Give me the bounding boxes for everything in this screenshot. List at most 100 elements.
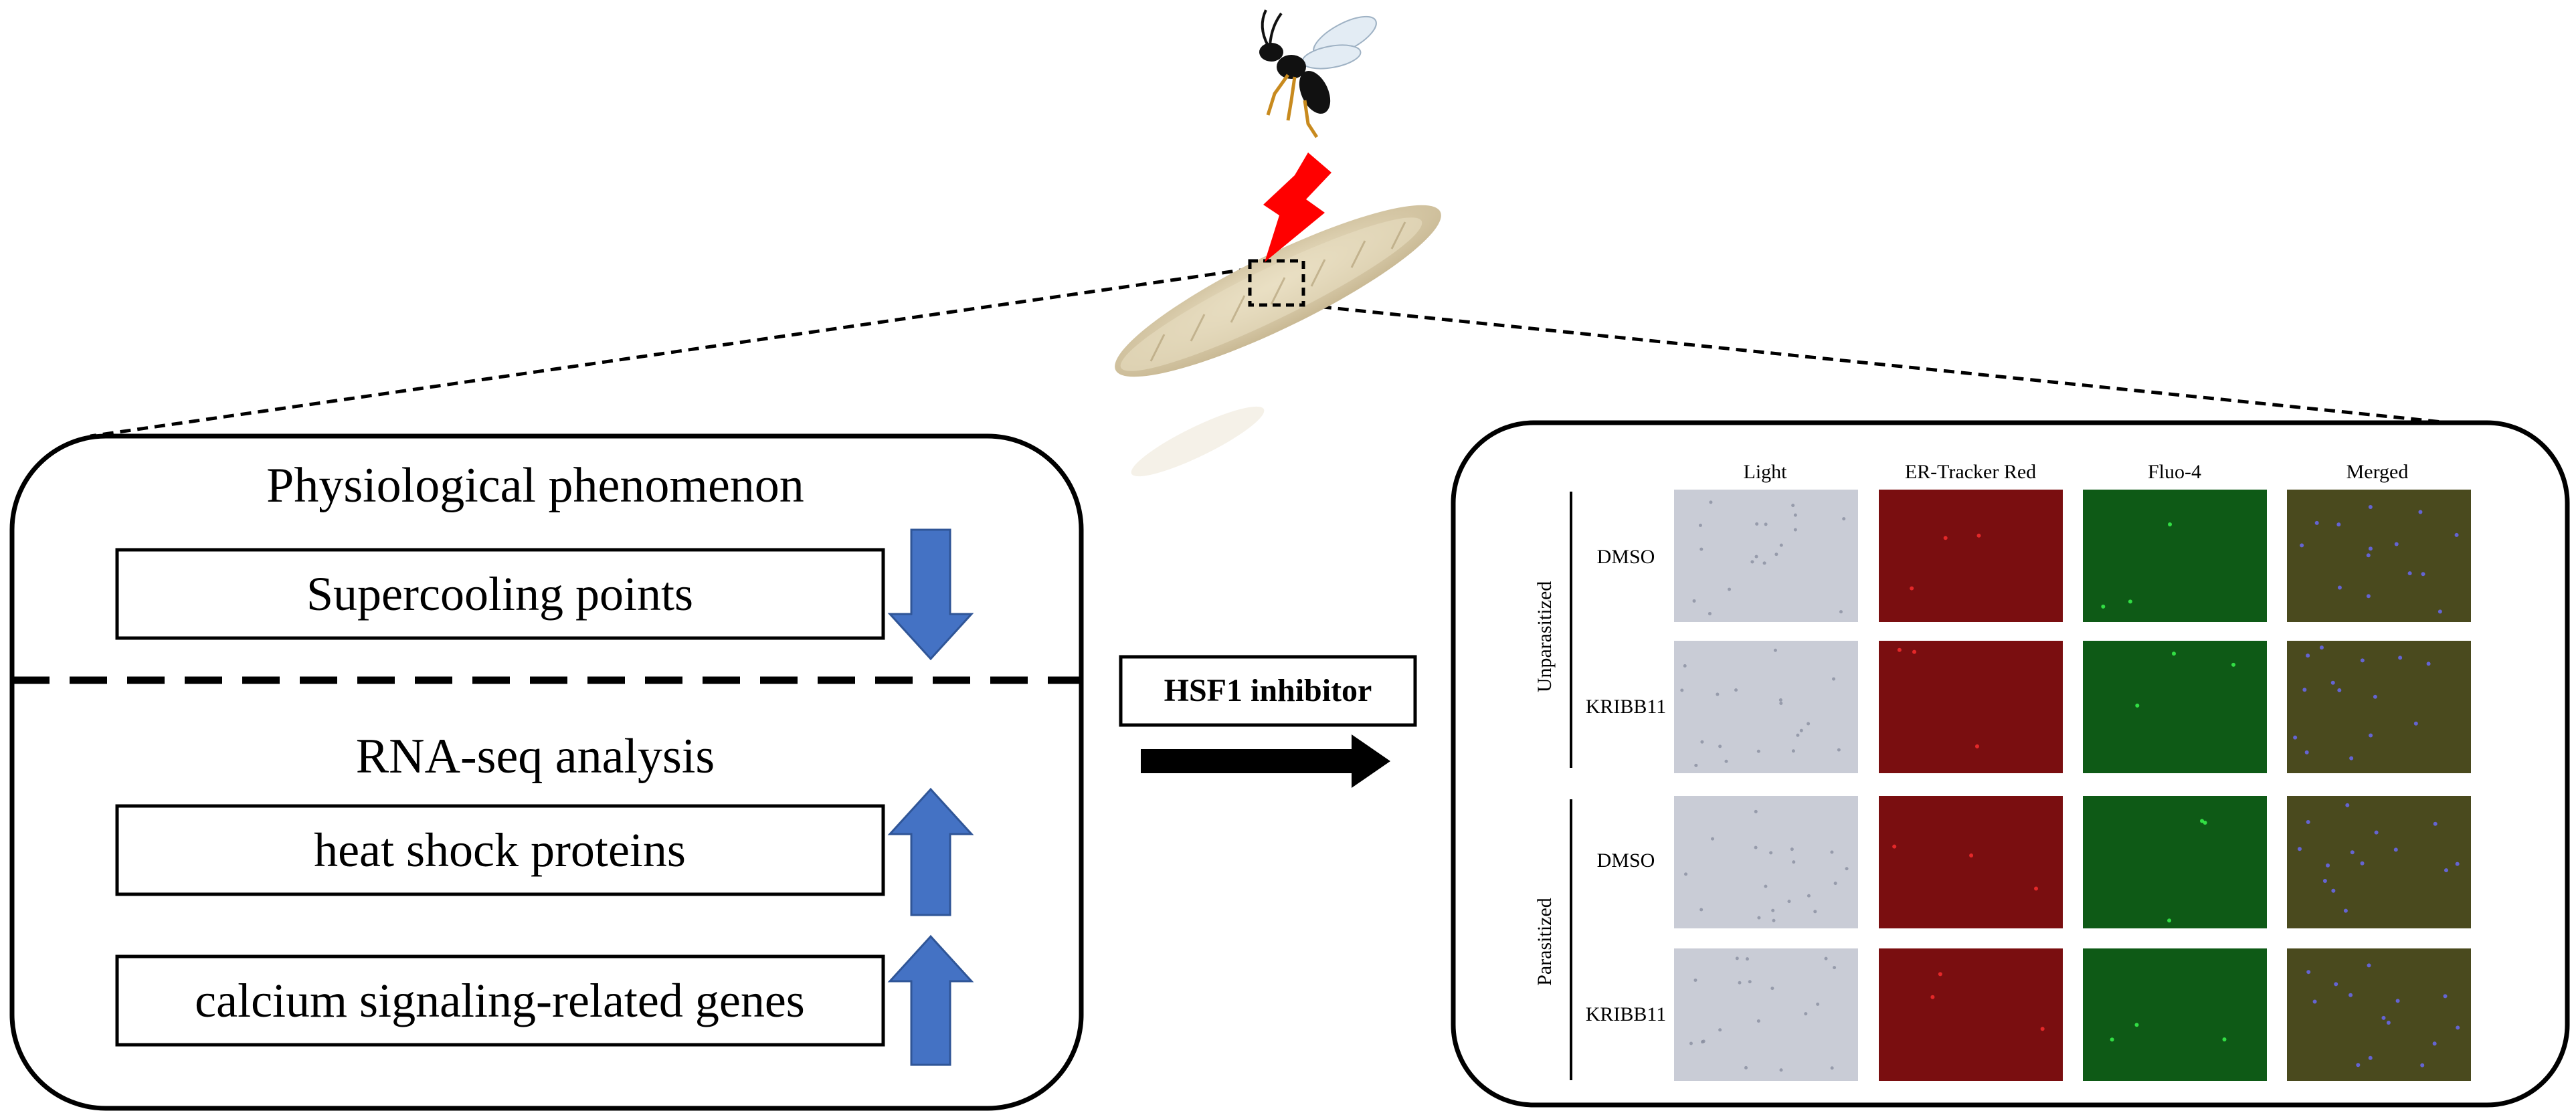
cell-dot [2373,694,2377,699]
cell-dot [2433,821,2437,826]
arrow-up-icon [887,934,974,1066]
cell-dot [1756,1019,1760,1023]
item-label-calcium: calcium signaling-related genes [195,974,805,1027]
cell-dot [1773,648,1777,652]
cell-dot [1778,698,1782,702]
micro-panel-light [1674,948,1858,1081]
cell-dot [1699,908,1704,912]
cell-dot [2368,505,2373,510]
col-header-merged: Merged [2347,461,2409,483]
cell-dot [1764,884,1768,888]
cell-dot [2128,599,2132,604]
cell-dot [1711,837,1715,841]
cell-dot [2336,522,2341,527]
larva-icon [1115,205,1441,477]
cell-dot [1693,978,1697,982]
cell-dot [1943,536,1948,540]
cell-dot [1813,910,1817,914]
cell-dot [1807,722,1811,726]
cell-dot [2040,1027,2045,1031]
cell-dot [1680,688,1684,692]
cell-dot [1799,728,1803,732]
cell-dot [2454,532,2459,537]
group-label-unparasitized: Unparasitized [1534,581,1556,693]
cell-dot [2306,653,2310,658]
item-label-hsp: heat shock proteins [314,823,686,877]
cell-dot [2426,662,2431,666]
cell-dot [2356,1063,2361,1068]
micro-panel-light [1674,490,1858,622]
cell-dot [2437,609,2442,614]
cell-dot [1912,649,1917,654]
cell-dot [1779,543,1783,547]
cell-dot [2306,820,2310,825]
cell-dot [2393,847,2398,852]
micro-panel-merged [2287,796,2471,928]
cell-dot [2331,888,2336,893]
cell-dot [2456,1025,2460,1030]
cell-dot [2319,645,2324,650]
cell-dot [2343,908,2348,913]
cell-dot [2322,879,2327,884]
cell-dot [1839,610,1843,614]
cell-dot [2432,1041,2437,1046]
arrow-up-icon [887,787,974,916]
item-box-calcium [115,954,885,1047]
micro-panel-fluo4 [2083,641,2267,773]
right-arrow-icon [1141,734,1390,788]
cell-dot [1938,972,1942,977]
cell-dot [1774,552,1778,556]
micro-panel-er-tracker [1879,796,2063,928]
cell-dot [1772,918,1776,922]
cell-dot [2367,963,2371,968]
cell-dot [2368,1055,2373,1060]
zoom-line-right [1303,303,2450,425]
cell-dot [1745,957,1749,961]
micro-panel-fluo4 [2083,948,2267,1081]
cell-dot [2222,1037,2227,1041]
cell-dot [2203,821,2207,825]
cell-dot [2350,850,2355,855]
cell-dot [1694,763,1698,767]
cell-dot [1683,664,1687,668]
arrow-down-icon [887,528,974,661]
micro-panel-er-tracker [1879,641,2063,773]
cell-dot [2312,999,2317,1004]
cell-dot [2374,830,2379,835]
cell-dot [2369,733,2373,738]
cell-dot [2394,542,2399,546]
cell-dot [1793,513,1797,517]
cell-dot [2418,510,2423,514]
cell-dot [2034,886,2039,891]
cell-dot [1701,1039,1706,1043]
cell-dot [2171,651,2176,656]
cell-dot [2443,994,2448,999]
cell-dot [2330,680,2335,685]
cell-dot [1930,995,1935,999]
cell-dot [2398,655,2403,660]
row-label-para-kribb11: KRIBB11 [1586,1003,1667,1025]
cell-dot [1892,844,1897,849]
cell-dot [2334,982,2338,987]
cell-dot [1804,1012,1808,1016]
cell-dot [1750,560,1754,564]
cell-dot [2306,970,2311,975]
larva-zoom-box [1248,259,1305,307]
cell-dot [1698,523,1702,527]
cell-dot [1837,748,1841,752]
micro-panel-merged [2287,641,2471,773]
cell-dot [1974,744,1979,748]
cell-dot [2366,553,2371,558]
cell-dot [2337,585,2342,590]
row-label-para-dmso: DMSO [1597,849,1655,872]
cell-dot [1792,860,1796,864]
cell-dot [1744,1065,1748,1070]
cell-dot [1692,599,1696,603]
cell-dot [2360,861,2365,866]
cell-dot [2407,571,2412,576]
cell-dot [1684,872,1688,876]
cell-dot [1791,749,1795,753]
cell-dot [2168,522,2173,527]
cell-dot [1708,611,1712,615]
